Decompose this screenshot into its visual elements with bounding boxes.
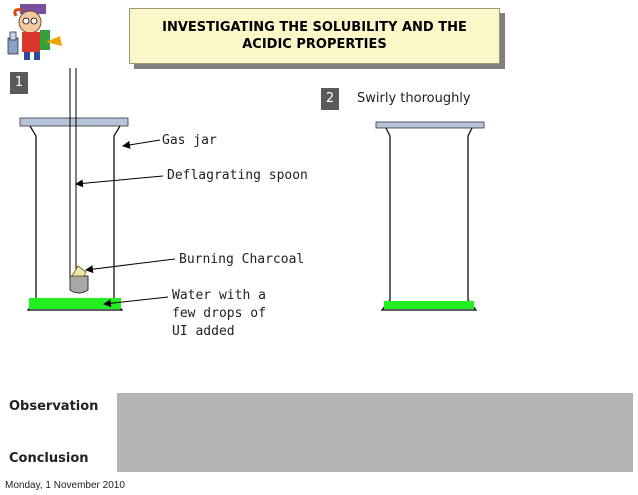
water-label: Water with a few drops of UI added [172, 287, 266, 341]
title-box: INVESTIGATING THE SOLUBILITY AND THE ACI… [129, 8, 500, 64]
water-label-line-2: few drops of [172, 306, 266, 321]
observation-conclusion-box[interactable] [117, 393, 633, 472]
deflagrating-spoon [69, 68, 89, 294]
step-2-badge: 2 [321, 88, 339, 110]
page-title: INVESTIGATING THE SOLUBILITY AND THE ACI… [162, 20, 467, 52]
water-arrow [103, 296, 169, 308]
observation-label: Observation [9, 399, 99, 414]
gas-jar-label: Gas jar [162, 133, 217, 148]
date-footer: Monday, 1 November 2010 [5, 480, 125, 491]
charcoal-arrow [85, 258, 176, 274]
burning-charcoal [71, 265, 87, 277]
water-label-line-1: Water with a [172, 288, 266, 303]
step-2-instruction: Swirly thoroughly [357, 91, 471, 106]
gas-jar-2 [375, 121, 485, 311]
scientist-cartoon-icon [7, 4, 62, 60]
burning-charcoal-label: Burning Charcoal [179, 252, 305, 267]
water-layer-1 [29, 298, 121, 309]
deflagrating-spoon-label: Deflagrating spoon [167, 168, 308, 183]
water-layer-2 [384, 301, 474, 309]
gas-jar-arrow [122, 139, 161, 149]
spoon-arrow [75, 175, 164, 188]
conclusion-label: Conclusion [9, 451, 89, 466]
gas-jar-1 [19, 117, 129, 311]
water-label-line-3: UI added [172, 324, 235, 339]
step-1-badge: 1 [10, 72, 28, 94]
